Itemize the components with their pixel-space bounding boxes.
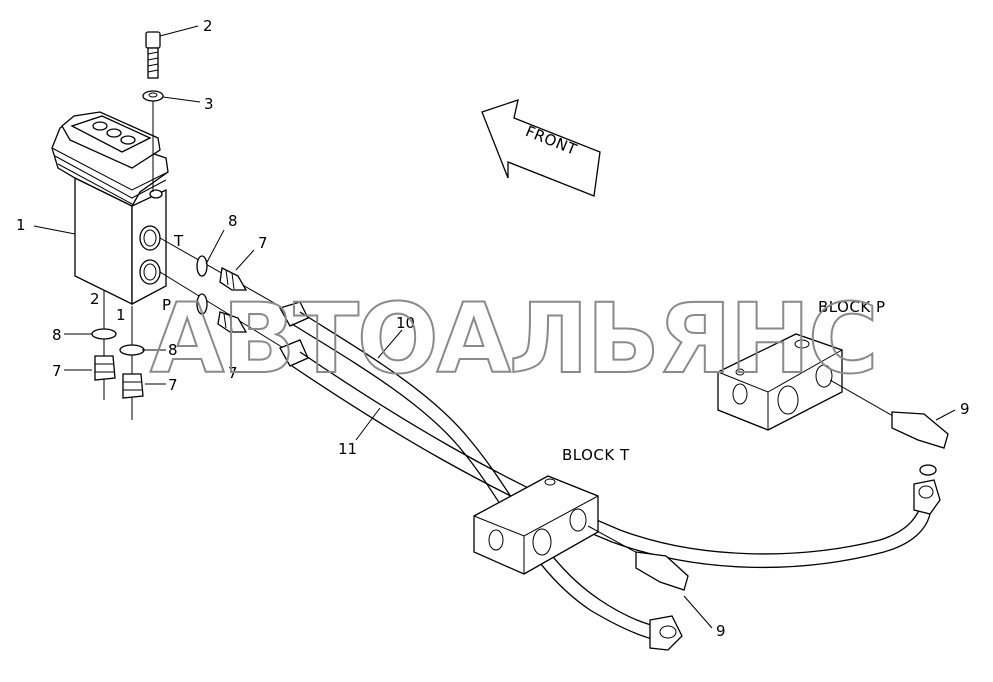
block-t [473, 475, 689, 591]
leader-lines [33, 25, 956, 629]
callout-2-top: 2 [203, 17, 213, 35]
callout-7-upper: 7 [258, 234, 268, 252]
front-direction-arrow: FRONT [481, 99, 601, 197]
callout-10: 10 [396, 314, 415, 332]
control-valve-body [51, 111, 169, 306]
port-t-fitting [159, 237, 291, 313]
washer [142, 90, 164, 102]
callout-7-left: 7 [52, 362, 62, 380]
callout-9-right: 9 [960, 400, 970, 418]
port-p-fitting [159, 271, 291, 353]
callout-2-lower: 2 [90, 290, 100, 308]
block-p-label: BLOCK P [818, 298, 886, 316]
port-label-t: T [173, 232, 184, 250]
hose-10 [279, 301, 683, 651]
callout-9-bottom: 9 [716, 622, 726, 640]
callout-11: 11 [338, 440, 357, 458]
block-t-label: BLOCK T [562, 446, 630, 464]
callout-8-upper: 8 [228, 212, 238, 230]
callout-labels: 2 3 1 8 7 2 1 8 8 7 7 7 10 11 9 9 T P BL… [16, 17, 970, 640]
callout-1-left: 1 [16, 216, 26, 234]
callout-7-lower: 7 [228, 364, 238, 382]
lower-fittings [91, 290, 145, 420]
callout-8-mid: 8 [168, 341, 178, 359]
callout-7-right: 7 [168, 376, 178, 394]
watermark-text: АВТОАЛЬЯНС [150, 283, 876, 395]
callout-3: 3 [204, 95, 214, 113]
callout-1-lower: 1 [116, 306, 126, 324]
hose-11 [279, 339, 941, 569]
bolt [145, 31, 161, 79]
callout-8-left: 8 [52, 326, 62, 344]
port-label-p: P [162, 296, 171, 314]
block-p [717, 333, 949, 476]
